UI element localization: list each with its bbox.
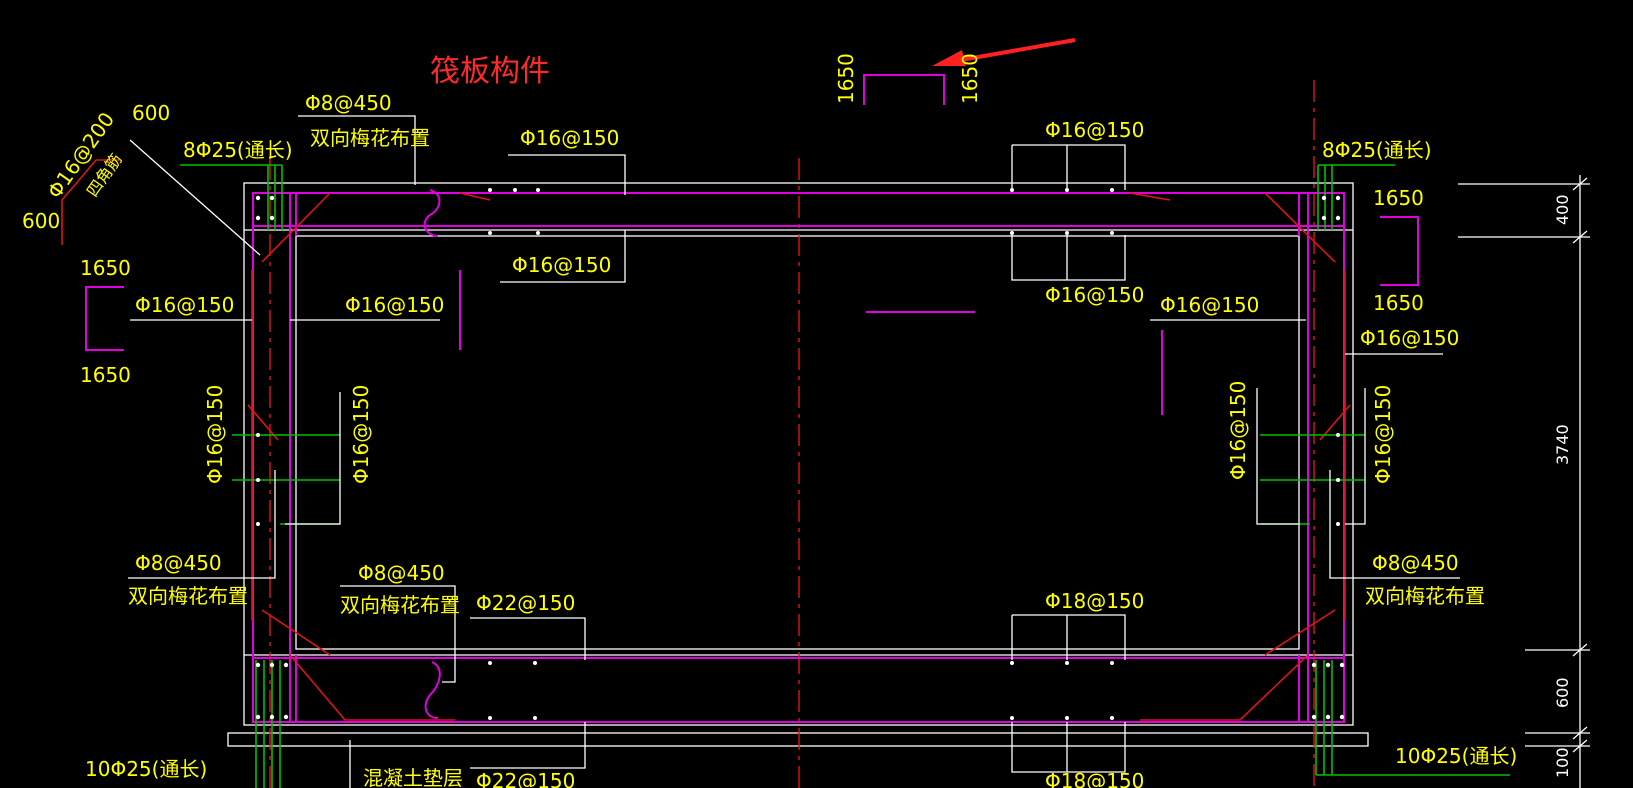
dim-600-corner-left: 600 bbox=[22, 209, 60, 233]
annotations: Φ8@450 双向梅花布置 Φ16@150 Φ16@150 8Φ25(通长) 8… bbox=[22, 91, 1517, 788]
label-phi16-150-vert-4: Φ16@150 bbox=[1371, 385, 1395, 484]
label-phi16-150-right-wall: Φ16@150 bbox=[1360, 326, 1459, 350]
label-phi8-450-bottom: Φ8@450 bbox=[358, 561, 445, 585]
dim-600-right: 600 bbox=[1553, 677, 1572, 708]
label-top-long-left: 8Φ25(通长) bbox=[183, 138, 293, 162]
label-phi16-150-vert-2: Φ16@150 bbox=[349, 385, 373, 484]
label-phi16-150-left-wall: Φ16@150 bbox=[135, 293, 234, 317]
haunch-bars bbox=[61, 159, 1351, 721]
label-plum-top-left: 双向梅花布置 bbox=[310, 126, 430, 150]
label-phi16-150-vert-3: Φ16@150 bbox=[1226, 381, 1250, 480]
dim-1650-left-bottom: 1650 bbox=[80, 363, 131, 387]
label-bot-long-right: 10Φ25(通长) bbox=[1395, 744, 1517, 768]
label-phi8-450-left: Φ8@450 bbox=[135, 551, 222, 575]
label-phi8-450-top-left: Φ8@450 bbox=[305, 91, 392, 115]
label-bot-long-left: 10Φ25(通长) bbox=[85, 757, 207, 781]
label-bedding: 混凝土垫层 bbox=[363, 766, 463, 788]
label-phi22-150-bottom: Φ22@150 bbox=[476, 769, 575, 788]
main-rebar bbox=[85, 74, 1419, 723]
label-plum-left: 双向梅花布置 bbox=[128, 584, 248, 608]
label-plum-right: 双向梅花布置 bbox=[1365, 584, 1485, 608]
dim-1650-right-top: 1650 bbox=[1373, 186, 1424, 210]
dim-100: 100 bbox=[1553, 747, 1572, 778]
label-phi18-150-bottom: Φ18@150 bbox=[1045, 769, 1144, 788]
label-plum-bottom: 双向梅花布置 bbox=[340, 593, 460, 617]
label-phi16-150-right-inner: Φ16@150 bbox=[1160, 293, 1259, 317]
rebar-dots bbox=[255, 188, 1345, 720]
dim-3740: 3740 bbox=[1553, 424, 1572, 465]
drawing-title: 筏板构件 bbox=[430, 54, 550, 89]
label-phi16-150-top-inner: Φ16@150 bbox=[512, 253, 611, 277]
dim-1650-right-bottom: 1650 bbox=[1373, 291, 1424, 315]
label-phi16-150-left-inner: Φ16@150 bbox=[345, 293, 444, 317]
dim-1650-left-top: 1650 bbox=[80, 256, 131, 280]
label-phi16-150-right-top: Φ16@150 bbox=[1045, 118, 1144, 142]
concrete-outline bbox=[227, 182, 1369, 747]
centerlines bbox=[269, 80, 1315, 788]
label-phi16-150-right-mid: Φ16@150 bbox=[1045, 283, 1144, 307]
dim-1650-top-left: 1650 bbox=[834, 53, 858, 104]
dim-600-corner-top: 600 bbox=[132, 101, 170, 125]
label-phi18-150-top: Φ18@150 bbox=[1045, 589, 1144, 613]
leader-lines bbox=[128, 115, 1590, 788]
label-phi22-150-top: Φ22@150 bbox=[476, 591, 575, 615]
dim-400: 400 bbox=[1553, 194, 1572, 225]
label-phi16-150-vert-1: Φ16@150 bbox=[203, 385, 227, 484]
label-phi16-150-top: Φ16@150 bbox=[520, 126, 619, 150]
label-top-long-right: 8Φ25(通长) bbox=[1322, 138, 1432, 162]
dim-1650-top-right: 1650 bbox=[958, 53, 982, 104]
red-arrow bbox=[932, 38, 1076, 66]
longitudinal-bars bbox=[180, 164, 1510, 788]
label-phi8-450-right: Φ8@450 bbox=[1372, 551, 1459, 575]
